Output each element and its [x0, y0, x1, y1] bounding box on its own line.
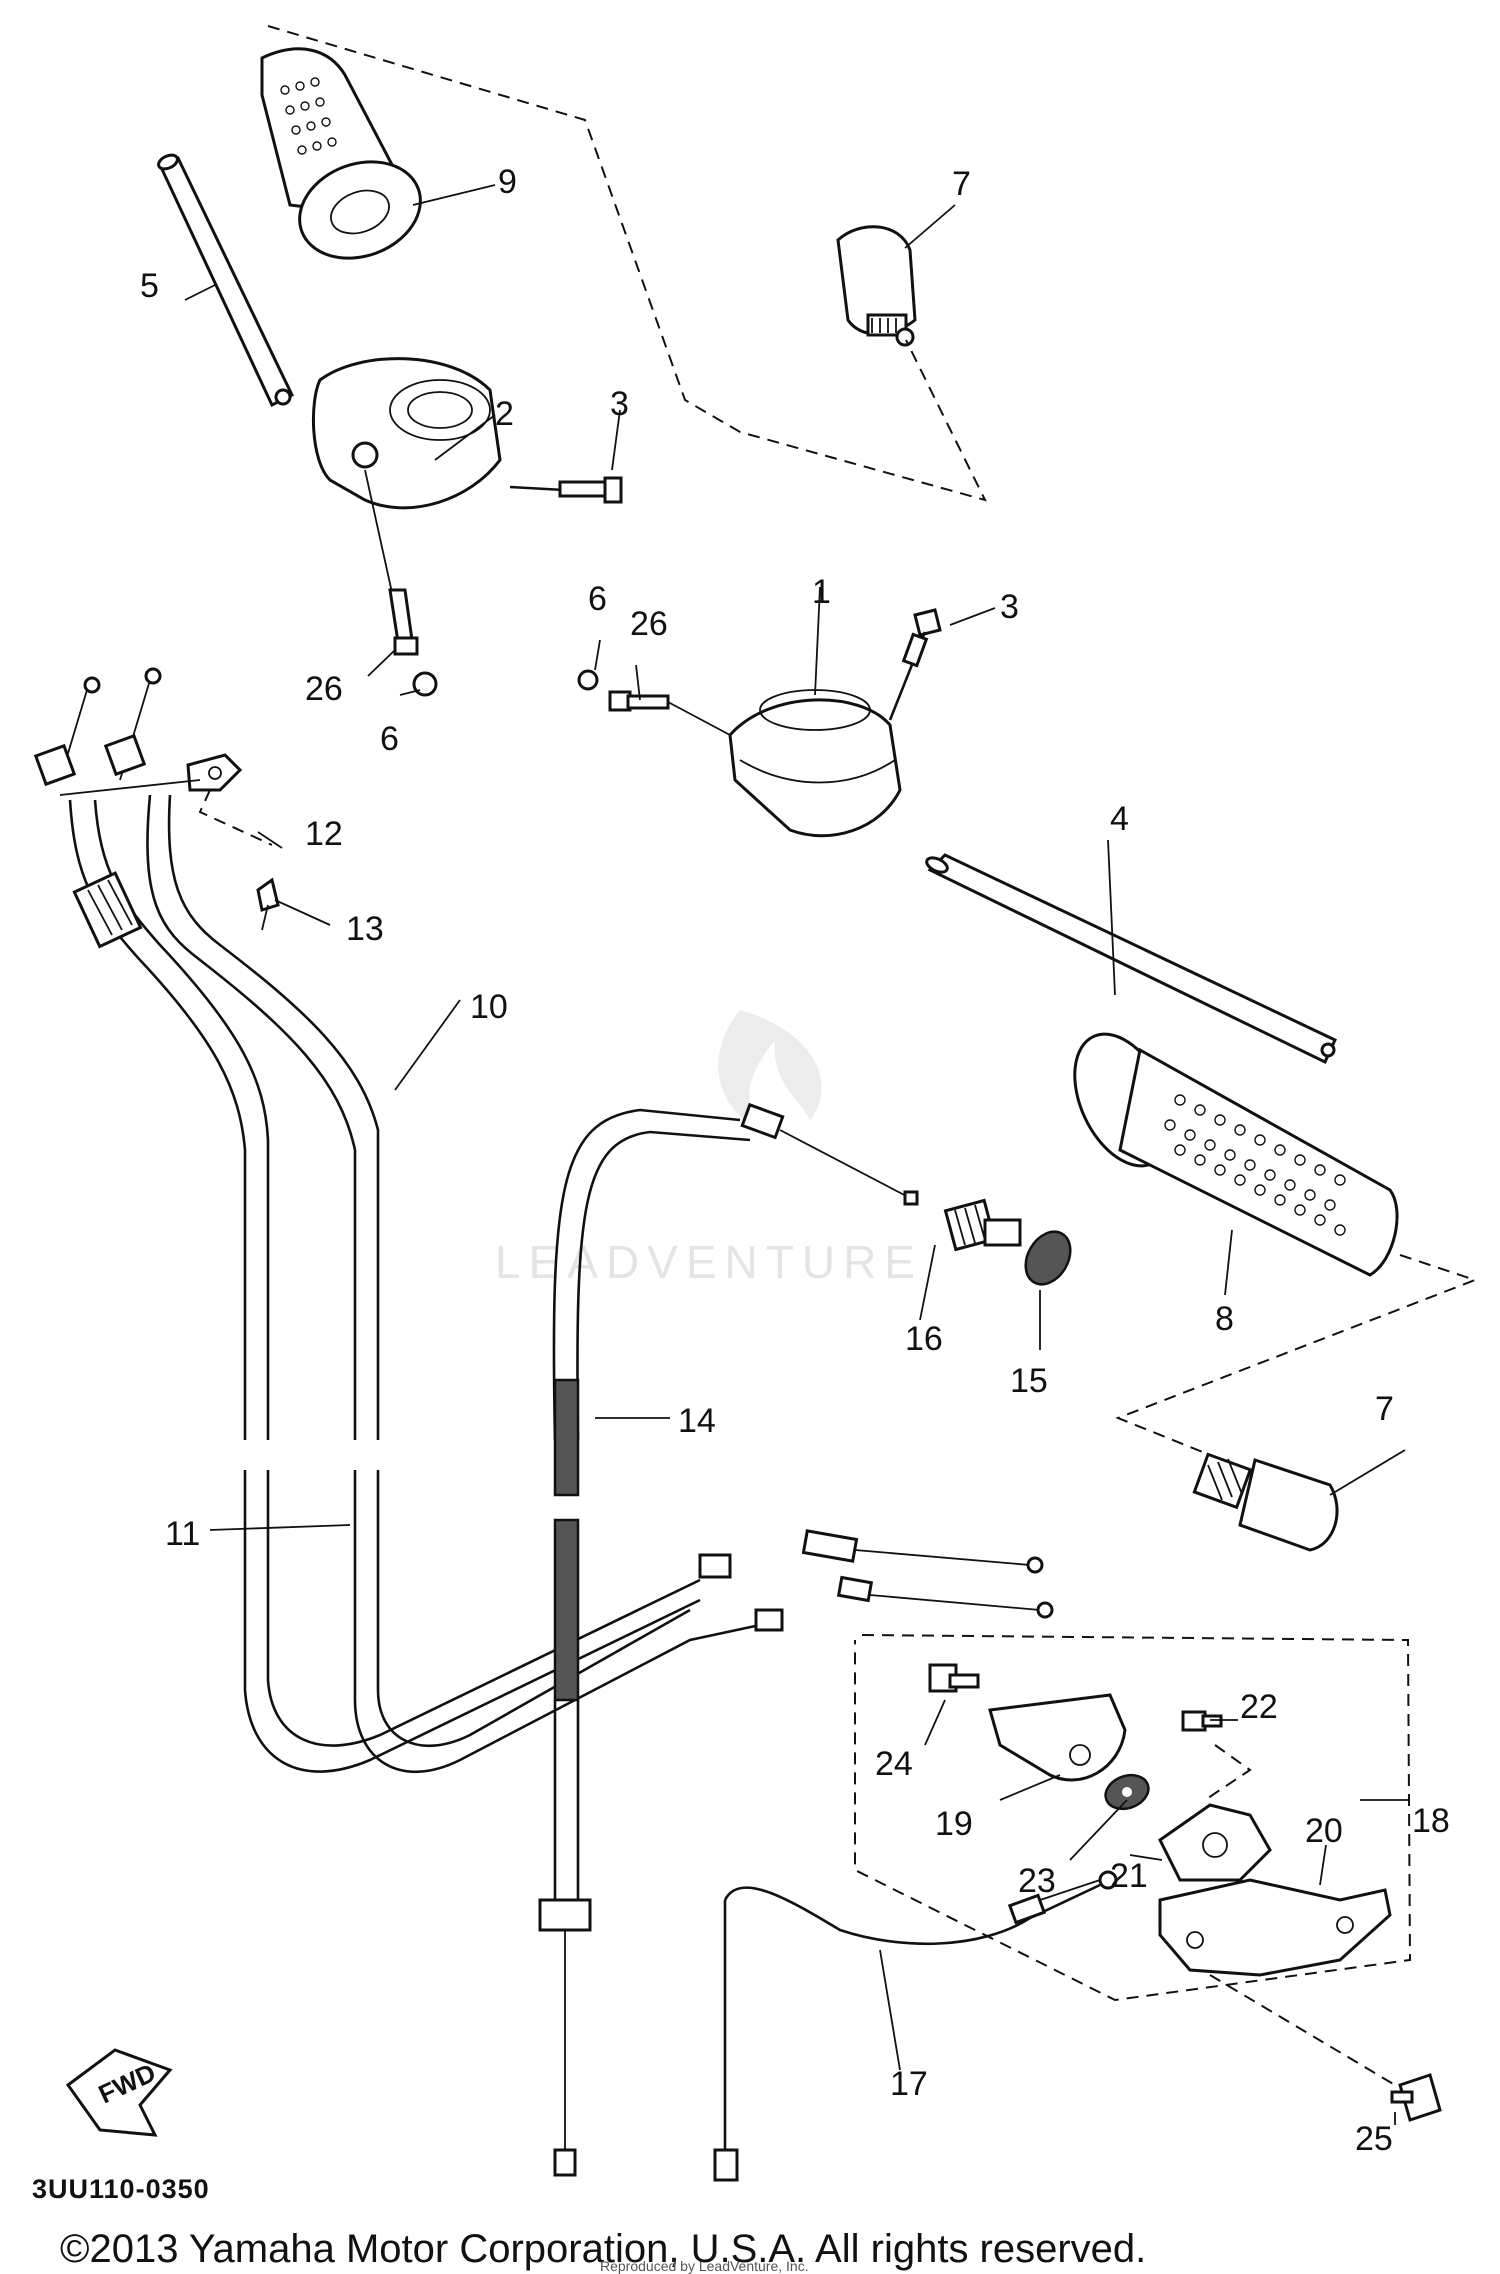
cable-ends-top	[33, 667, 162, 949]
lever-19	[988, 1693, 1127, 1782]
grip-8	[1073, 1032, 1399, 1277]
small-print: Reproduced by LeadVenture, Inc.	[600, 2258, 809, 2274]
callout-label: 24	[875, 1745, 913, 1783]
callout-label: 3	[1000, 588, 1019, 626]
callout-label: 14	[678, 1402, 716, 1440]
throttle-pipe-5	[157, 153, 294, 408]
callout-label: 25	[1355, 2120, 1393, 2158]
copyright-notice: ©2013 Yamaha Motor Corporation, U.S.A. A…	[60, 2227, 1146, 2271]
callouts: 1 2 3 3 4 5 6 6 7 7 8 9 10 11 12 13 14 1…	[140, 163, 1450, 2158]
callout-label: 2	[495, 395, 514, 433]
bolt-25	[1390, 2073, 1442, 2122]
screw-3-top	[509, 476, 623, 504]
watermark: LEADVENTURE	[495, 1010, 923, 1288]
callout-label: 8	[1215, 1300, 1234, 1338]
cable-17	[713, 1870, 1118, 2182]
screw-3-right	[888, 608, 942, 721]
bracket-20	[1158, 1878, 1392, 1977]
nut-6-right	[577, 669, 599, 691]
callout-label: 22	[1240, 1688, 1278, 1726]
throttle-cable-10	[146, 794, 761, 1774]
bracket-leader	[59, 779, 201, 796]
callout-label: 19	[935, 1805, 973, 1843]
watermark-text: LEADVENTURE	[495, 1236, 923, 1288]
callout-label: 15	[1010, 1362, 1048, 1400]
callout-label: 16	[905, 1320, 943, 1358]
callout-label: 21	[1110, 1857, 1148, 1895]
switch-housing-1	[728, 689, 902, 838]
callout-label: 7	[952, 165, 971, 203]
bolt-25-dash	[1209, 1974, 1396, 2086]
callout-label: 6	[380, 720, 399, 758]
callout-label: 9	[498, 163, 517, 201]
throttle-cable-11	[68, 799, 701, 1773]
screw-13	[256, 877, 280, 931]
bar-end-weight-top	[836, 225, 917, 347]
callout-label: 10	[470, 988, 508, 1026]
callout-label: 5	[140, 267, 159, 305]
bracket-dashed-link	[198, 789, 273, 846]
nut-6-left	[412, 671, 438, 697]
cable-ends-right	[698, 1529, 1054, 1632]
callout-label: 4	[1110, 800, 1129, 838]
screw-22-dash	[1204, 1744, 1252, 1801]
clutch-cable-14	[538, 1102, 919, 2177]
callout-label: 26	[630, 605, 668, 643]
screw-22	[1181, 1710, 1223, 1732]
throttle-grip-9	[260, 47, 422, 260]
callout-label: 12	[305, 815, 343, 853]
locknut-15	[1024, 1230, 1072, 1286]
switch-housing-2	[312, 357, 502, 510]
handlebar-4	[925, 853, 1337, 1065]
screw-26-left	[364, 469, 419, 656]
callout-label: 23	[1018, 1862, 1056, 1900]
housing-21	[1158, 1803, 1272, 1882]
screw-26-right	[608, 690, 731, 736]
callout-label: 18	[1412, 1802, 1450, 1840]
bar-end-weight-bottom	[1192, 1452, 1339, 1552]
callout-label: 17	[890, 2065, 928, 2103]
callout-label: 6	[588, 580, 607, 618]
adjuster-16	[943, 1198, 1022, 1252]
bolt-24	[928, 1663, 980, 1693]
callout-label: 26	[305, 670, 343, 708]
callout-label: 1	[812, 573, 831, 611]
reference-code: 3UU110-0350	[32, 2174, 210, 2204]
bracket-12	[186, 753, 243, 792]
callout-label: 20	[1305, 1812, 1343, 1850]
callout-label: 13	[346, 910, 384, 948]
washer-23	[1104, 1773, 1150, 1811]
leader-lines	[184, 184, 1410, 2125]
callout-label: 11	[165, 1515, 200, 1553]
callout-label: 3	[610, 385, 629, 423]
fwd-arrow-icon: FWD	[65, 2048, 173, 2137]
callout-label: 7	[1375, 1390, 1394, 1428]
assembly-outline-lower	[1115, 1254, 1478, 1466]
